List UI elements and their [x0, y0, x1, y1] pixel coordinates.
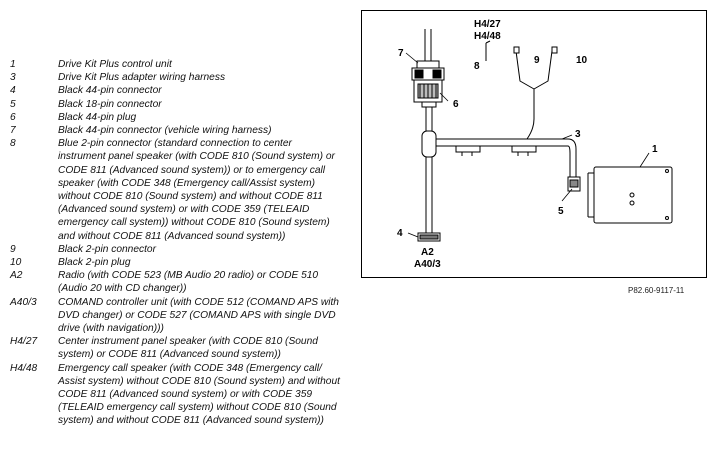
- harness-junction: [421, 130, 437, 158]
- legend-description: Black 44-pin plug: [58, 111, 137, 123]
- figure-reference: P82.60-9117-11: [628, 286, 685, 295]
- callout-1: 1: [652, 144, 658, 155]
- legend-description: Drive Kit Plus adapter wiring harness: [58, 72, 226, 84]
- legend-row: 7 Black 44-pin connector (vehicle wiring …: [10, 124, 340, 137]
- legend-code: 8: [10, 138, 16, 150]
- adapter-harness-3: [436, 138, 577, 179]
- callout-8: 8: [474, 61, 480, 72]
- callout-5: 5: [558, 206, 564, 217]
- connector-4: [417, 232, 441, 242]
- legend-row: A2 Radio (with CODE 523 (MB Audio 20 radi…: [10, 269, 340, 295]
- legend-code: 4: [10, 85, 16, 97]
- legend-description: COMAND controller unit (with CODE 512 (C…: [58, 296, 339, 335]
- legend-row: 9 Black 2-pin connector: [10, 243, 340, 256]
- legend-row: 6 Black 44-pin plug: [10, 111, 340, 124]
- legend-description: Radio (with CODE 523 (MB Audio 20 radio)…: [58, 270, 319, 295]
- legend-description: Center instrument panel speaker (with CO…: [58, 336, 318, 361]
- legend-description: Emergency call speaker (with CODE 348 (E…: [58, 362, 340, 427]
- plug-6: [413, 79, 443, 108]
- control-unit-1: [587, 166, 673, 224]
- callout-3: 3: [575, 129, 581, 140]
- legend-description: Black 2-pin connector: [58, 243, 156, 255]
- callout-a2: A2: [421, 247, 434, 258]
- legend-description: Black 2-pin plug: [58, 257, 131, 269]
- legend-code: 10: [10, 257, 22, 269]
- legend-row: 5 Black 18-pin connector: [10, 98, 340, 111]
- legend-row: 1 Drive Kit Plus control unit: [10, 58, 340, 71]
- callout-9: 9: [534, 55, 540, 66]
- callout-7: 7: [398, 48, 404, 59]
- legend-row: H4/27 Center instrument panel speaker (wi…: [10, 335, 340, 361]
- legend-description: Black 44-pin connector (vehicle wiring h…: [58, 125, 272, 137]
- leader-lines: [405, 52, 650, 238]
- legend-code: H4/27: [10, 336, 38, 348]
- legend-code: H4/48: [10, 362, 38, 374]
- legend-code: A2: [10, 270, 23, 282]
- legend-list: 1 Drive Kit Plus control unit 3 Drive Kit P…: [10, 58, 340, 428]
- legend-description: Black 18-pin connector: [58, 98, 162, 110]
- connector-5: [567, 176, 581, 192]
- wiring-diagram: 1 3 4 5 6 7 8 9 10 H4/27 H4/48 A2 A40/3: [397, 19, 673, 270]
- wiring-diagram-figure: 1 3 4 5 6 7 8 9 10 H4/27 H4/48 A2 A40/3: [361, 10, 707, 278]
- connector-7: [411, 60, 445, 81]
- legend-description: Drive Kit Plus control unit: [58, 59, 172, 70]
- legend-description: Black 44-pin connector: [58, 85, 162, 97]
- callout-6: 6: [453, 99, 459, 110]
- legend-row: 8 Blue 2-pin connector (standard connecti…: [10, 137, 340, 243]
- callout-h4-48: H4/48: [474, 31, 501, 42]
- legend-code: 5: [10, 98, 16, 110]
- speaker-branch: [485, 40, 558, 140]
- callout-a40-3: A40/3: [414, 259, 441, 270]
- legend-code: 7: [10, 125, 16, 137]
- legend-code: 9: [10, 243, 16, 255]
- vehicle-harness: [424, 29, 433, 233]
- legend-row: H4/48 Emergency call speaker (with CODE 3…: [10, 362, 340, 428]
- callout-10: 10: [576, 55, 588, 66]
- legend-row: 3 Drive Kit Plus adapter wiring harness: [10, 71, 340, 84]
- legend-row: A40/3 COMAND controller unit (with CODE 5…: [10, 296, 340, 336]
- legend-description: Blue 2-pin connector (standard connectio…: [58, 138, 335, 242]
- legend-code: 3: [10, 72, 16, 84]
- legend-code: 1: [10, 59, 16, 70]
- legend-row: 4 Black 44-pin connector: [10, 84, 340, 97]
- legend-row: 10 Black 2-pin plug: [10, 256, 340, 269]
- legend-code: 6: [10, 111, 16, 123]
- callout-h4-27: H4/27: [474, 19, 501, 30]
- callout-4: 4: [397, 228, 403, 239]
- legend-code: A40/3: [10, 296, 37, 308]
